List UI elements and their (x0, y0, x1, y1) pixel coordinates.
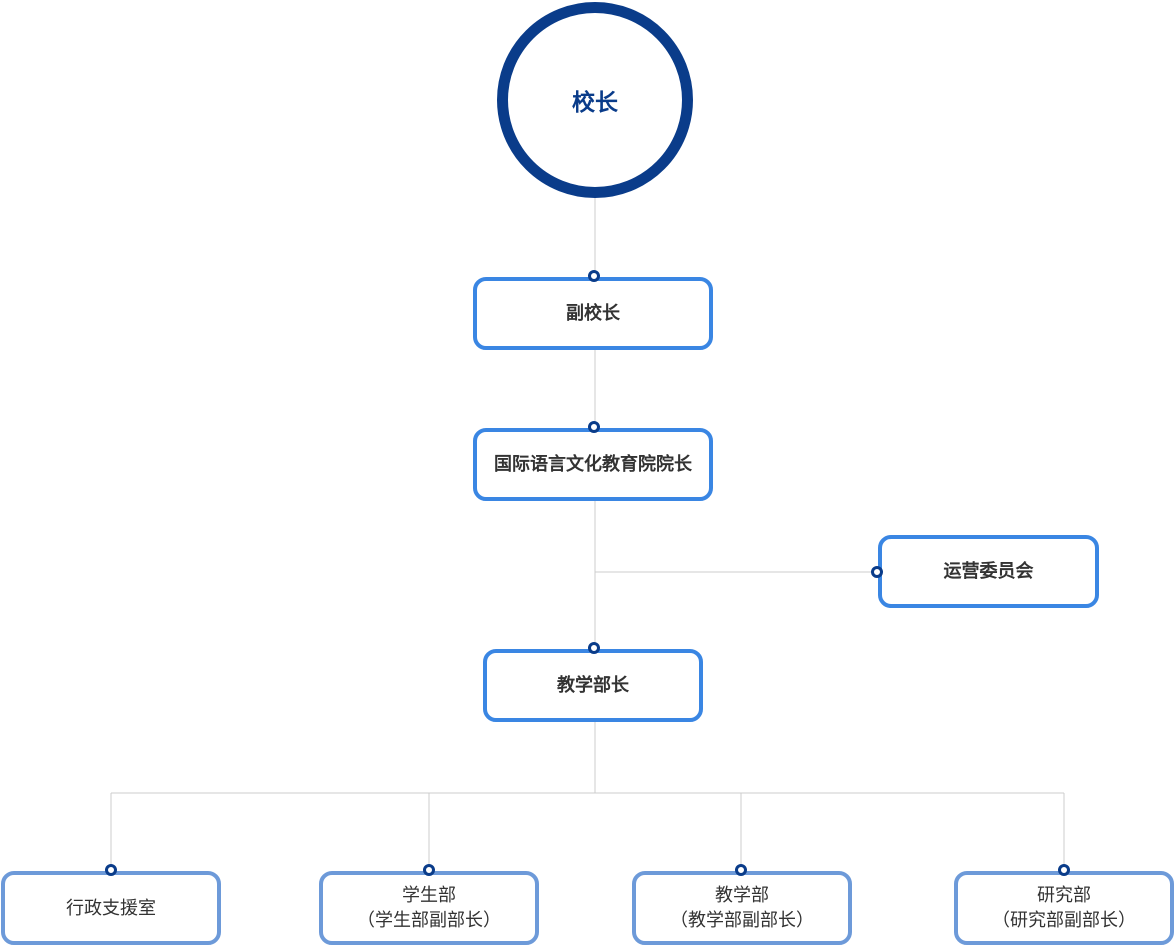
node-dept-student: 学生部 （学生部副部长） (319, 871, 539, 945)
node-committee: 运营委员会 (878, 535, 1099, 608)
node-dept-title: 行政支援室 (66, 897, 156, 919)
connector-dot-committee (871, 566, 883, 578)
node-committee-label: 运营委员会 (943, 561, 1034, 582)
node-institute-dean: 国际语言文化教育院院长 (473, 428, 713, 501)
node-institute-dean-label: 国际语言文化教育院院长 (494, 454, 692, 475)
connector-dot-dept-3 (735, 864, 747, 876)
connector-dot-dept-1 (105, 864, 117, 876)
node-principal: 校长 (497, 2, 693, 198)
node-academic-dean: 教学部长 (483, 649, 703, 722)
node-dept-subtitle: （研究部副部长） (992, 910, 1136, 931)
node-dept-title: 研究部 (1037, 885, 1091, 906)
node-dept-teaching: 教学部 （教学部副部长） (632, 871, 852, 945)
connector-dot-dept-4 (1058, 864, 1070, 876)
node-dept-subtitle: （教学部副部长） (670, 910, 814, 931)
node-dept-title: 教学部 (715, 885, 769, 906)
connector-dot-academic (588, 642, 600, 654)
connector-dot-vice (588, 270, 600, 282)
node-academic-dean-label: 教学部长 (557, 675, 629, 696)
node-vice-principal-label: 副校长 (566, 303, 620, 324)
connector-dot-dean (588, 421, 600, 433)
node-vice-principal: 副校长 (473, 277, 713, 350)
node-dept-research: 研究部 （研究部副部长） (954, 871, 1174, 945)
connector-dot-dept-2 (423, 864, 435, 876)
node-dept-subtitle: （学生部副部长） (357, 910, 501, 931)
node-dept-admin: 行政支援室 (1, 871, 221, 945)
node-principal-label: 校长 (572, 90, 618, 116)
node-dept-title: 学生部 (402, 885, 456, 906)
